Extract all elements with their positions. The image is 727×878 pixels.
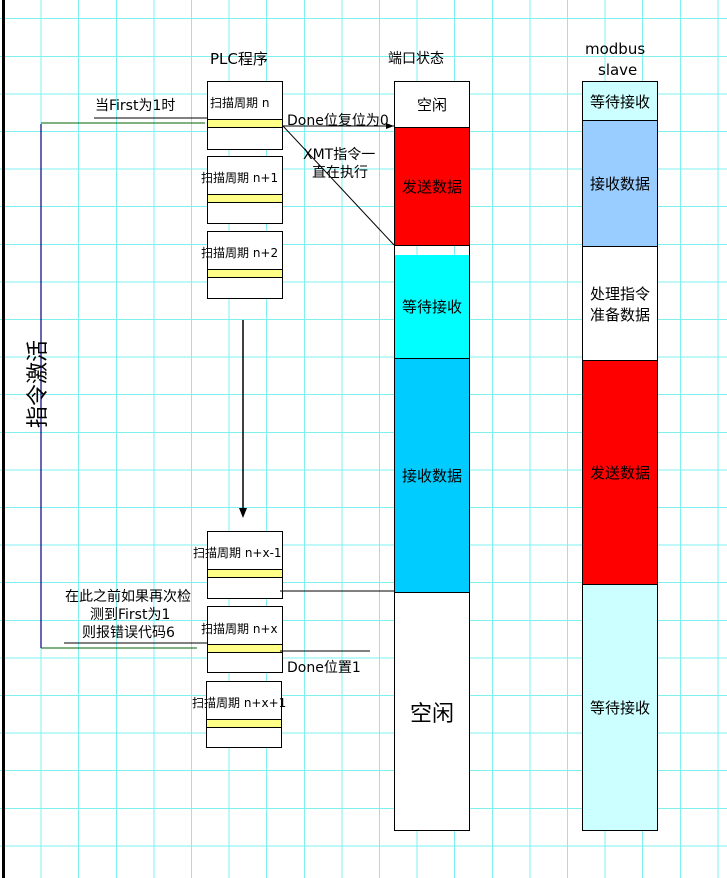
slave-title: slave [598,61,638,79]
scan-box-nx: 扫描周期 n+x [201,606,283,673]
slave-sending: 发送数据 [583,360,657,585]
slave-waiting-1: 等待接收 [583,82,657,120]
error-note-1: 在此之前如果再次检 [65,589,191,605]
first-note: 当First为1时 [95,98,176,114]
scan-box-n: 扫描周期 n [207,81,283,150]
activation-label: 指令激活 [26,339,52,429]
scan-box-nx1: 扫描周期 n+x+1 [192,681,286,748]
processing-line2: 准备数据 [589,305,650,324]
port-idle-2: 空闲 [395,592,469,830]
scan-label: 扫描周期 n+x+1 [192,696,287,710]
scan-label: 扫描周期 n+x [201,622,278,636]
down-arrowhead [239,508,247,518]
done-reset-note: Done位复位为0 [287,113,389,129]
scan-box-n1: 扫描周期 n+1 [201,156,283,224]
scan-box-nx-1: 扫描周期 n+x-1 [193,531,283,599]
arrowhead [386,123,394,129]
scan-box-n2: 扫描周期 n+2 [201,231,283,299]
slave-receiving: 接收数据 [583,120,657,247]
scan-label: 扫描周期 n+x-1 [193,546,282,560]
error-note-3: 则报错误代码6 [82,625,175,641]
slave-waiting-2: 等待接收 [583,585,657,830]
xmt-note-2: 直在执行 [312,165,368,181]
port-receiving: 接收数据 [395,358,469,592]
port-waiting: 等待接收 [395,255,469,358]
scan-label: 扫描周期 n+2 [201,246,279,260]
done-set-note: Done位置1 [287,660,361,676]
modbus-title: modbus [585,40,646,58]
error-note-2: 测到First为1 [90,607,171,623]
scan-label: 扫描周期 n [210,96,270,110]
port-idle-1: 空闲 [395,82,469,127]
plc-title: PLC程序 [210,50,268,68]
slave-status-column: 等待接收 接收数据 处理指令准备数据 发送数据 等待接收 [582,81,658,831]
xmt-note-1: XMT指令一 [303,147,376,163]
port-status-column: 空闲 发送数据 等待接收 接收数据 空闲 [394,81,470,831]
slave-processing: 处理指令准备数据 [583,247,657,360]
processing-line1: 处理指令 [589,284,650,303]
xmt-diagonal-line [282,125,395,246]
scan-label: 扫描周期 n+1 [201,171,279,185]
port-title: 端口状态 [388,51,444,67]
port-sending: 发送数据 [395,127,469,246]
left-border [2,0,5,878]
